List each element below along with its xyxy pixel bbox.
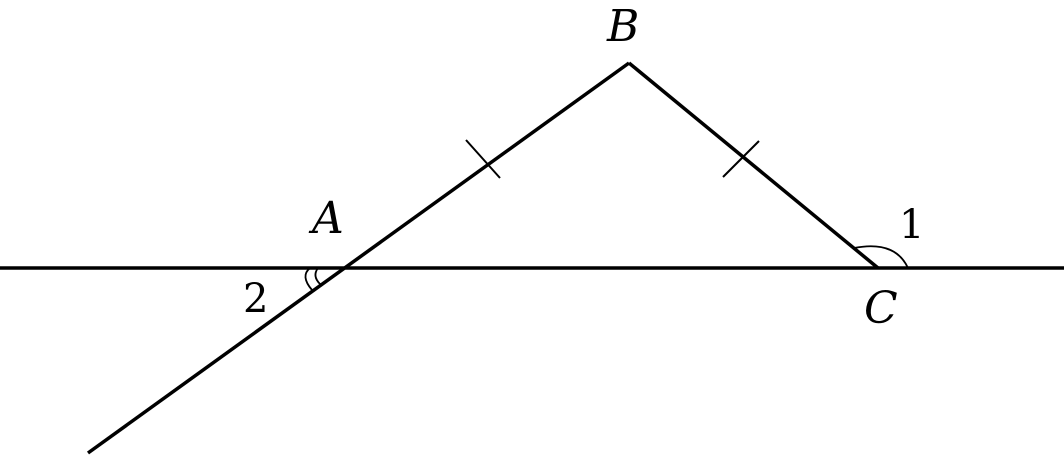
point-label-a: A (308, 193, 344, 244)
angle-1-arc (853, 245, 909, 269)
angle-label-2: 2 (243, 276, 268, 322)
point-label-c: C (864, 283, 898, 334)
segment-bc (627, 61, 880, 270)
angle-label-1: 1 (899, 202, 924, 248)
line-ab-extended (86, 61, 631, 455)
tick-mark-ab (465, 139, 501, 179)
angle-2-arc-inner (314, 267, 321, 285)
angle-2-arc-outer (304, 267, 313, 291)
tick-mark-bc (722, 140, 760, 178)
point-label-b: B (606, 1, 639, 52)
